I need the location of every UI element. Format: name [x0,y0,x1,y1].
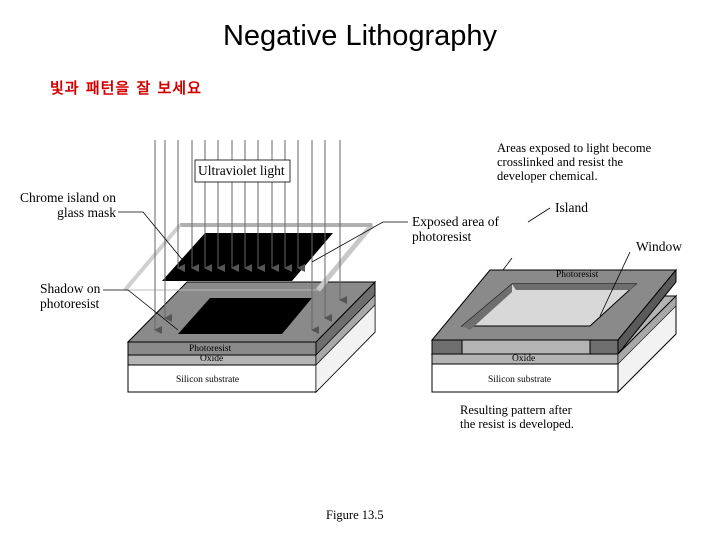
label-chrome-island: Chrome island on glass mask [20,190,116,220]
figure-caption: Figure 13.5 [326,508,384,522]
subtitle: 빛과 패턴을 잘 보세요 [50,79,202,97]
label-exposed-area: Exposed area of photoresist [412,214,499,244]
label-silicon-right: Silicon substrate [488,375,552,385]
page-title: Negative Lithography [222,20,498,52]
label-oxide-right: Oxide [512,354,536,364]
shadow-on-photoresist [178,298,312,334]
label-silicon-left: Silicon substrate [176,375,240,385]
chrome-island [162,233,333,281]
label-ultraviolet: Ultraviolet light [198,163,285,178]
label-shadow: Shadow on photoresist [40,281,101,311]
right-substrate [431,363,619,393]
label-photoresist-right: Photoresist [556,270,599,280]
leader-lines [103,207,631,331]
label-photoresist-left: Photoresist [189,344,232,354]
label-oxide-left: Oxide [200,354,224,364]
label-resulting-pattern: Resulting pattern after the resist is de… [460,403,574,431]
right-wafer [430,268,678,394]
label-crosslinked: Areas exposed to light become crosslinke… [497,141,652,183]
label-island: Island [555,200,588,215]
left-substrate [127,364,317,393]
label-window: Window [636,239,682,254]
